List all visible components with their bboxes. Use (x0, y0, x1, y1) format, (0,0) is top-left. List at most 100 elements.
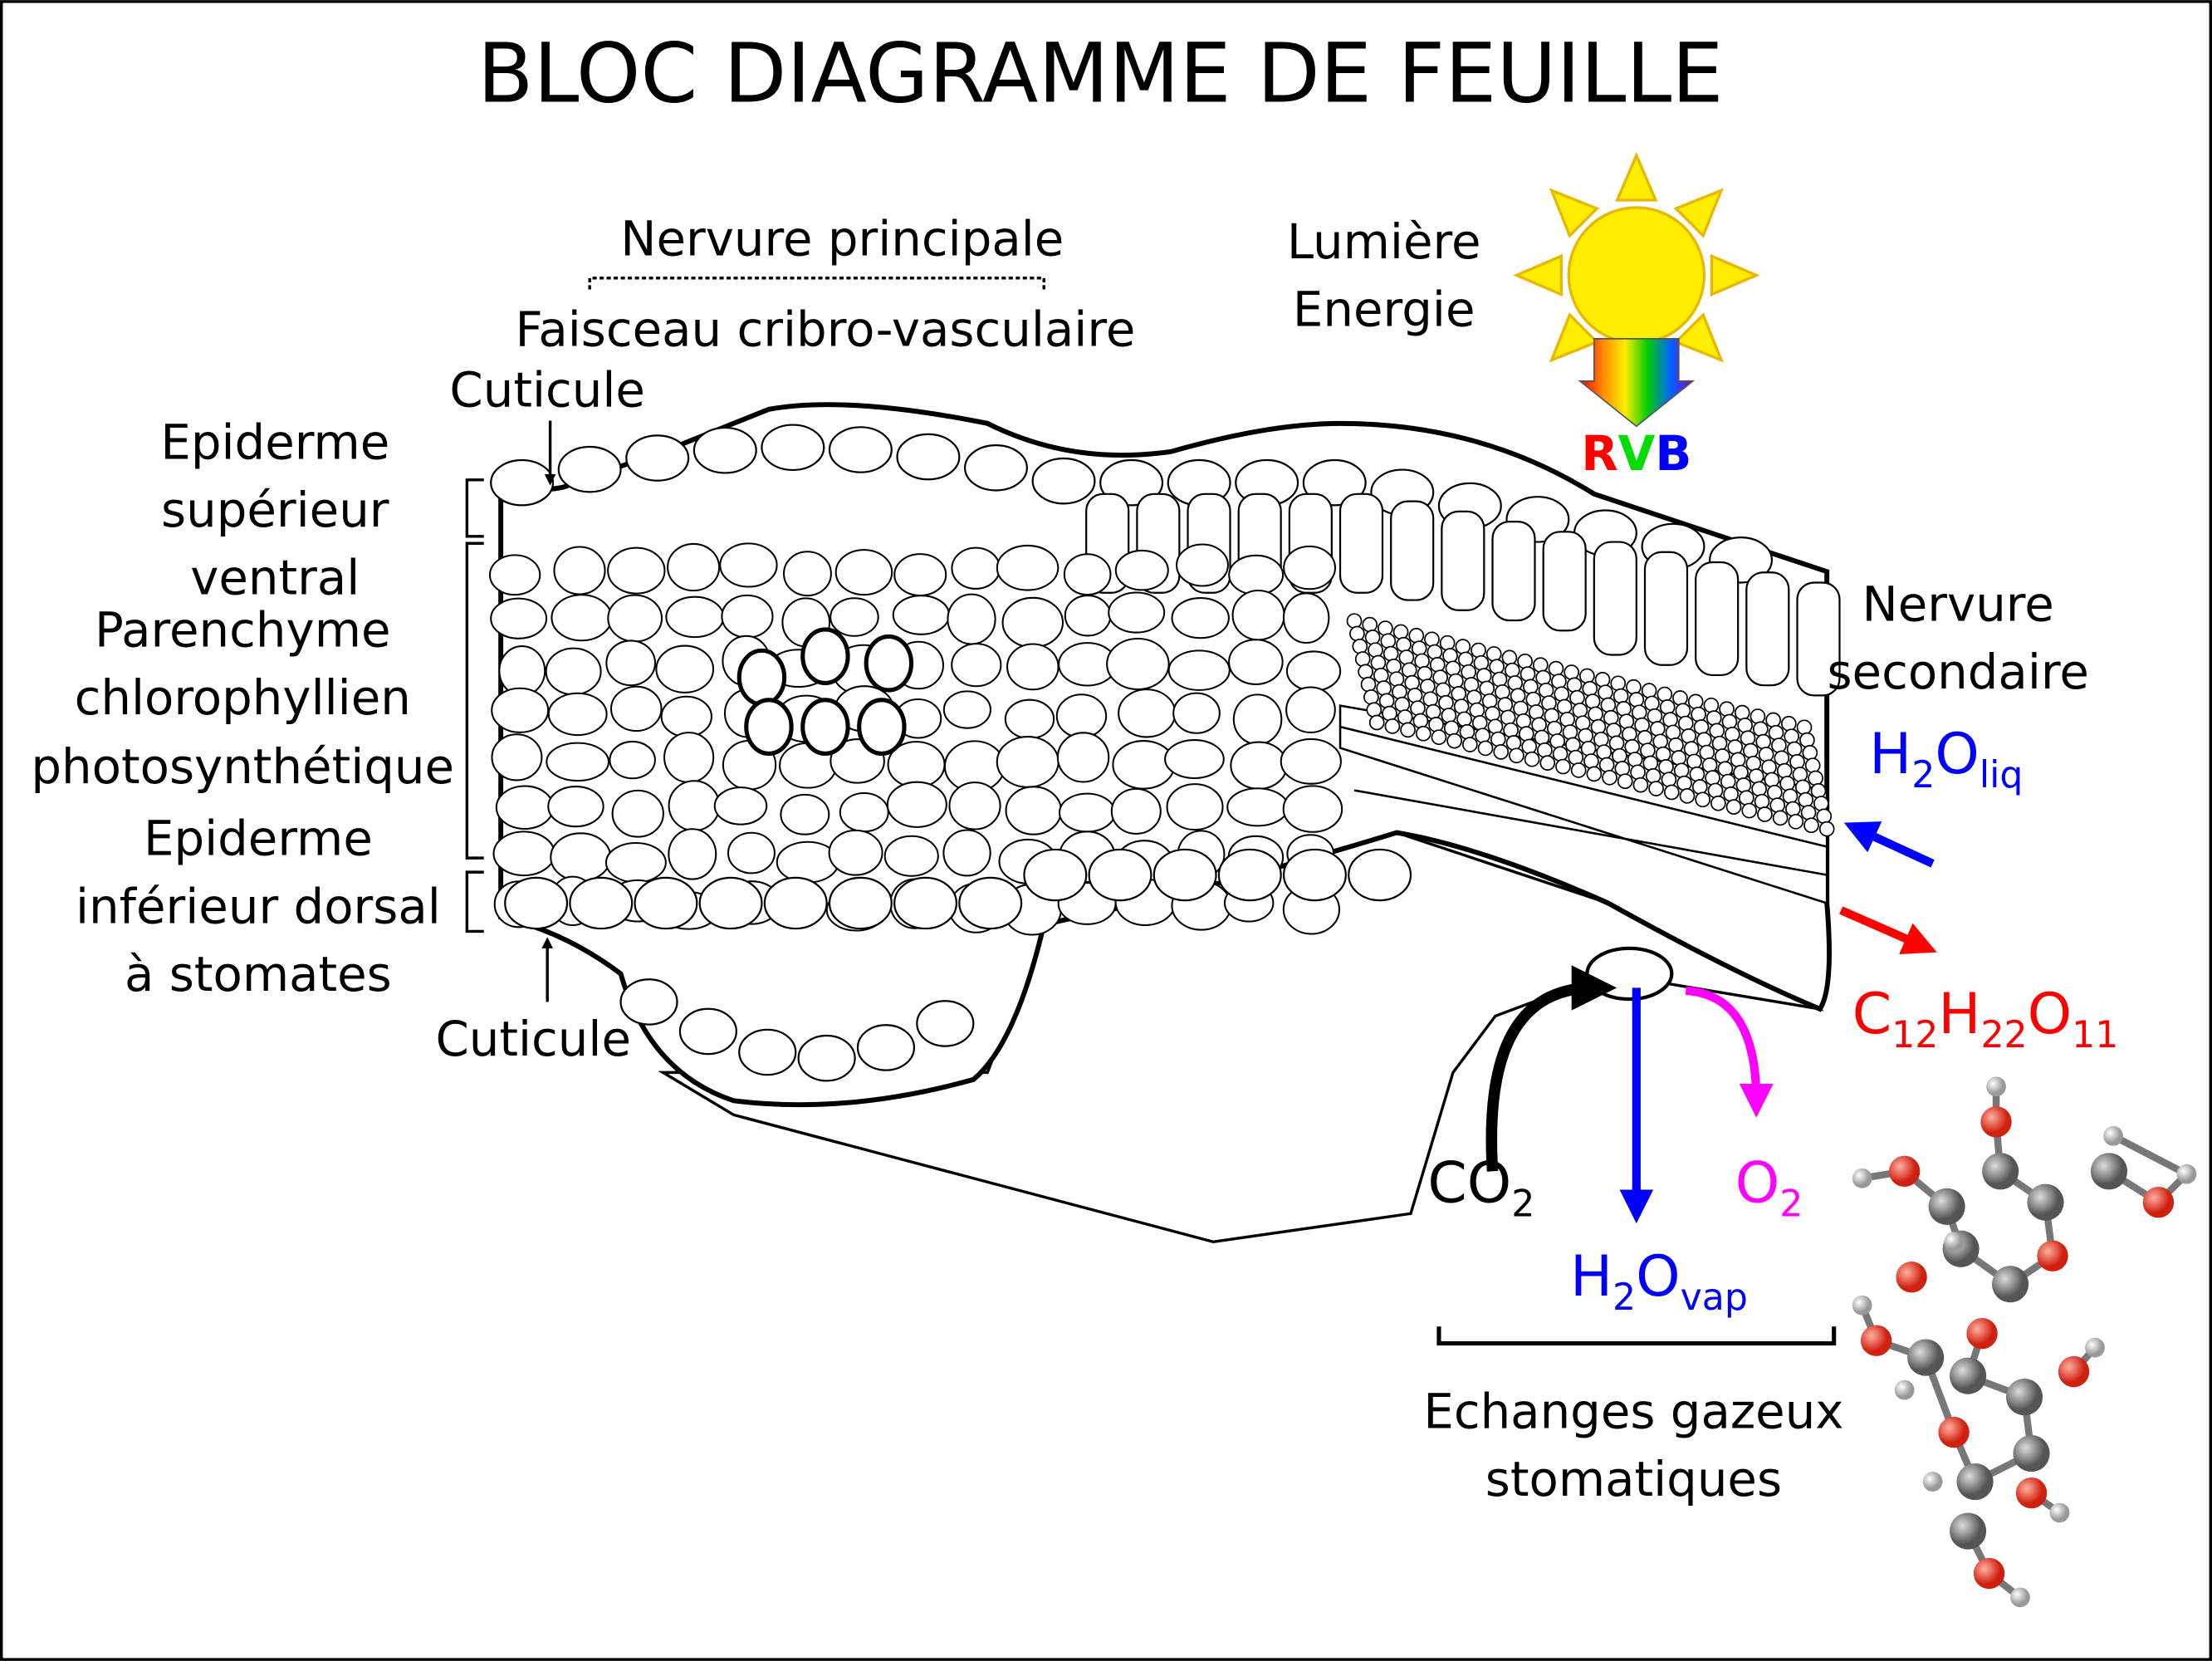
vein-tube (1818, 821, 1835, 837)
xylem-vessel (800, 627, 850, 686)
parenchyma-cell (667, 542, 721, 592)
lower-epidermis-cell (893, 876, 958, 930)
atom (1991, 1266, 2029, 1303)
vein-tube (1531, 717, 1547, 733)
vein-tube (1410, 700, 1426, 717)
vein-tube (1613, 688, 1629, 704)
vein-tube (1603, 709, 1619, 726)
vein-tube (1618, 713, 1635, 730)
vein-tube (1766, 784, 1783, 801)
vein-tube (1349, 625, 1365, 642)
vein-tube (1568, 749, 1584, 766)
vein-tube (1717, 761, 1734, 777)
palisade-cell (1796, 581, 1841, 697)
vein-tube (1784, 728, 1800, 745)
label-epiderme-inf: Epiderme (144, 811, 373, 867)
atom (2013, 1435, 2050, 1472)
atom (2176, 1164, 2197, 1184)
vein-tube (1610, 675, 1627, 692)
vein-tube (1397, 709, 1413, 725)
vein-tube (1438, 694, 1454, 711)
vein-tube (1451, 686, 1467, 702)
vein-tube (1551, 674, 1567, 689)
vein-tube (1662, 712, 1678, 728)
vein-tube (1456, 711, 1472, 728)
parenchyma-cell (609, 740, 656, 780)
parenchyma-cell (947, 593, 996, 645)
parenchyma-cell (1231, 590, 1285, 641)
vein-tube (1507, 675, 1524, 691)
vein-tube (1548, 660, 1564, 677)
atom (1894, 1379, 1915, 1400)
vein-tube (1723, 786, 1739, 802)
atom (1986, 1076, 2006, 1097)
vein-tube (1554, 686, 1570, 703)
epidermis-cell (557, 445, 622, 493)
atom (1980, 1106, 2012, 1138)
parenchyma-cell (550, 832, 612, 882)
vein-tube (1757, 806, 1773, 822)
vein-tube (1703, 697, 1720, 713)
vein-tube (1346, 613, 1363, 630)
vein-tube (1804, 757, 1821, 774)
vein-tube (1707, 782, 1724, 799)
vein-tube (1517, 653, 1533, 669)
vein-tube (1471, 715, 1488, 731)
vein-tube (1549, 733, 1566, 749)
vein-tube (1556, 698, 1573, 715)
vein-tube (1720, 773, 1736, 790)
vein-tube (1683, 741, 1700, 757)
lower-epidermis-cell (698, 876, 763, 930)
label-echanges: Echanges gazeux (1423, 1384, 1843, 1440)
parenchyma-cell (1285, 686, 1336, 733)
parenchyma-cell (491, 687, 550, 733)
vein-tube (1495, 684, 1510, 700)
parenchyma-cell (1228, 554, 1285, 595)
vein-tube (1497, 697, 1514, 713)
parenchyma-cell (719, 542, 778, 588)
vein-tube (1721, 713, 1738, 730)
vein-tube (1411, 640, 1427, 657)
midrib-cell (678, 1007, 737, 1056)
atom (1922, 1472, 1943, 1492)
label-co2: CO2 (1427, 1151, 1534, 1226)
vein-tube (1491, 671, 1508, 688)
parenchyma-cell (1064, 595, 1112, 637)
vein-tube (1600, 697, 1617, 713)
vein-tube (1358, 664, 1373, 680)
vein-tube (1641, 683, 1657, 698)
vein-tube (1443, 720, 1460, 737)
vein-tube (1586, 766, 1603, 782)
vein-tube (1520, 666, 1536, 682)
vein-tube (1593, 732, 1609, 747)
parenchyma-cell (1280, 737, 1342, 785)
bond (2112, 1133, 2189, 1178)
vein-tube (1574, 715, 1591, 732)
vein-tube (1538, 682, 1554, 698)
xylem-vessel (864, 634, 914, 693)
vein-tube (1431, 729, 1447, 746)
atom (2058, 1355, 2090, 1388)
stomata (1585, 946, 1674, 1002)
vein-tube (1407, 688, 1423, 703)
parenchyma-cell (1108, 591, 1166, 634)
vein-tube (1792, 767, 1808, 782)
parenchyma-cell (665, 595, 725, 639)
atom (2010, 1587, 2030, 1608)
label-parenchyme: Parenchyme (95, 601, 391, 658)
vein-tube (1370, 654, 1387, 671)
parenchyma-cell (491, 733, 543, 782)
vein-tube (1363, 689, 1379, 705)
vein-tube (1598, 684, 1613, 701)
vein-tube (1521, 738, 1538, 755)
h2o-liq-arrow (1843, 821, 1935, 868)
vein-tube (1461, 664, 1476, 680)
vein-tube (1584, 693, 1601, 709)
vein-tube (1392, 624, 1409, 640)
label-cuticule-bottom: Cuticule (435, 1011, 631, 1067)
parenchyma-cell (663, 732, 715, 784)
xylem-vessel (737, 648, 787, 707)
vein-tube (1489, 659, 1505, 675)
parenchyma-cell (942, 829, 991, 877)
